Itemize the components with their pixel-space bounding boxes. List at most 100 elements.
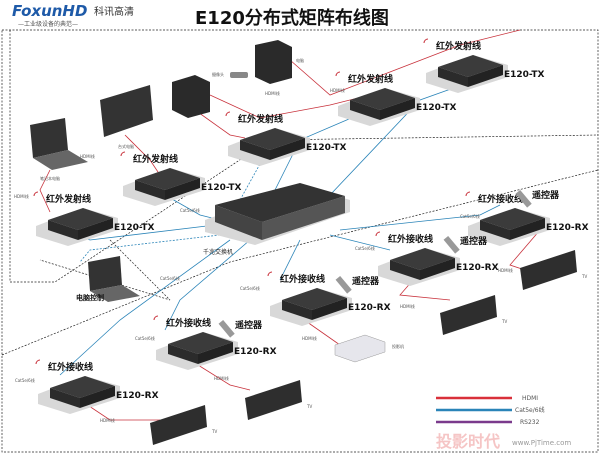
cable-label: HDMI线: [330, 87, 345, 93]
cable-label: Cat5e/6线: [180, 207, 200, 213]
ir-signal-icon: [375, 231, 381, 237]
model-label: E120-TX: [504, 70, 544, 80]
cable-label: Cat5e/6线: [240, 285, 260, 291]
ir-signal-icon: [33, 191, 39, 197]
gigabit-switch: 千兆交换机: [203, 183, 350, 256]
cable-label: HDMI线: [100, 417, 115, 423]
model-label: E120-RX: [456, 263, 499, 273]
model-label: E120-RX: [546, 223, 589, 233]
ir-cable-label: 红外接收线: [48, 361, 93, 373]
ir-signal-icon: [120, 151, 126, 157]
camera-label: 摄像头: [212, 71, 224, 77]
ir-cable-label: 红外接收线: [166, 317, 211, 329]
ir-cable-label: 红外发射线: [436, 40, 481, 52]
tx-unit: 红外发射线 E120-TX: [423, 38, 544, 93]
watermark: 投影时代: [436, 432, 500, 451]
remote-label: 遥控器: [532, 189, 560, 201]
tv-label: TV: [581, 274, 587, 279]
camera: 摄像头: [212, 71, 248, 78]
tv: TV: [150, 405, 217, 445]
ir-signal-icon: [423, 38, 429, 44]
legend: HDMI Cat5e/6线 RS232 投影时代 www.PjTime.com: [436, 395, 571, 451]
ir-signal-icon: [35, 359, 41, 365]
remote-icon: [335, 275, 352, 294]
tx-unit: 红外发射线 E120-TX: [225, 111, 346, 166]
rx-unit: 红外接收线 E120-RX: [35, 359, 159, 414]
desktop-label: 台式电脑: [118, 143, 134, 149]
legend-cat-label: Cat5e/6线: [515, 406, 545, 414]
model-label: E120-RX: [116, 391, 159, 401]
cable-label: Cat5e/6线: [160, 275, 180, 281]
cable-label: Cat5e/6线: [135, 335, 155, 341]
page-title: E120分布式矩阵布线图: [195, 7, 389, 29]
ir-signal-icon: [335, 71, 341, 77]
cable-label: HDMI线: [498, 267, 513, 273]
cable-label: Cat5e/6线: [15, 377, 35, 383]
rx-unit: 红外接收线 E120-RX: [375, 231, 499, 286]
cable-label: Cat5e/6线: [355, 245, 375, 251]
rx-unit: 红外接收线 E120-RX: [267, 271, 391, 326]
ir-signal-icon: [153, 315, 159, 321]
ir-signal-icon: [225, 111, 231, 117]
model-label: E120-RX: [348, 303, 391, 313]
tv-label: TV: [501, 319, 507, 324]
switch-label: 千兆交换机: [203, 248, 233, 256]
cable-label: HDMI线: [14, 193, 29, 199]
remote-label: 遥控器: [352, 275, 380, 287]
tx-unit: 红外发射线 E120-TX: [120, 151, 241, 206]
remote-label: 遥控器: [460, 235, 488, 247]
cable-label: Cat5e/6线: [460, 213, 480, 219]
ir-cable-label: 红外接收线: [478, 193, 523, 205]
pc-tower-2: 电脑: [255, 40, 304, 84]
model-label: E120-RX: [234, 347, 277, 357]
ir-cable-label: 红外发射线: [348, 73, 393, 85]
cable-label: HDMI线: [400, 303, 415, 309]
rx-unit: 红外接收线 E120-RX: [465, 191, 589, 246]
header: FoxunHD 科讯高清 —工业级设备的典范— E120分布式矩阵布线图: [12, 2, 389, 29]
tx-unit: 红外发射线 E120-TX: [33, 191, 154, 246]
tv: TV: [520, 250, 587, 290]
tv-label: TV: [306, 404, 312, 409]
ir-signal-icon: [465, 191, 471, 197]
pc-label: 电脑: [296, 57, 304, 63]
slogan: —工业级设备的典范—: [18, 20, 78, 28]
control-label: 电脑控制: [76, 293, 104, 302]
remote-icon: [443, 235, 460, 254]
tx-zone-border: [9, 30, 599, 283]
ir-signal-icon: [267, 271, 273, 277]
cable-label: HDMI线: [302, 335, 317, 341]
rx-unit: 红外接收线 E120-RX: [153, 315, 277, 370]
ir-cable-label: 红外发射线: [133, 153, 178, 165]
laptop-label: 笔记本电脑: [40, 175, 60, 181]
tv: TV: [440, 295, 507, 335]
model-label: E120-TX: [306, 143, 346, 153]
model-label: E120-TX: [114, 223, 154, 233]
ir-cable-label: 红外发射线: [46, 193, 91, 205]
rx-zone-border: [1, 169, 599, 356]
cable-label: HDMI线: [80, 153, 95, 159]
desktop-monitor: 台式电脑: [100, 85, 153, 149]
laptop-source: 笔记本电脑: [30, 118, 88, 181]
control-zone-border: [39, 239, 171, 301]
remote-icon: [515, 189, 532, 208]
legend-rs232-label: RS232: [520, 419, 540, 426]
brand-cn: 科讯高清: [94, 5, 134, 18]
tv: TV: [245, 380, 312, 420]
cable-label: HDMI线: [214, 375, 229, 381]
legend-hdmi-label: HDMI: [522, 395, 538, 402]
model-label: E120-TX: [201, 183, 241, 193]
control-laptop: 电脑控制: [76, 256, 140, 302]
projector: 投影机: [334, 334, 404, 363]
ir-cable-label: 红外接收线: [388, 233, 433, 245]
projector-label: 投影机: [392, 343, 404, 349]
ir-cable-label: 红外接收线: [280, 273, 325, 285]
ir-cable-label: 红外发射线: [238, 113, 283, 125]
pc-tower-1: [172, 75, 210, 118]
remote-label: 遥控器: [235, 319, 263, 331]
cable-label: HDMI线: [265, 90, 280, 96]
brand-logo: FoxunHD: [12, 2, 87, 20]
outer-border: [1, 29, 599, 453]
tv-label: TV: [211, 429, 217, 434]
